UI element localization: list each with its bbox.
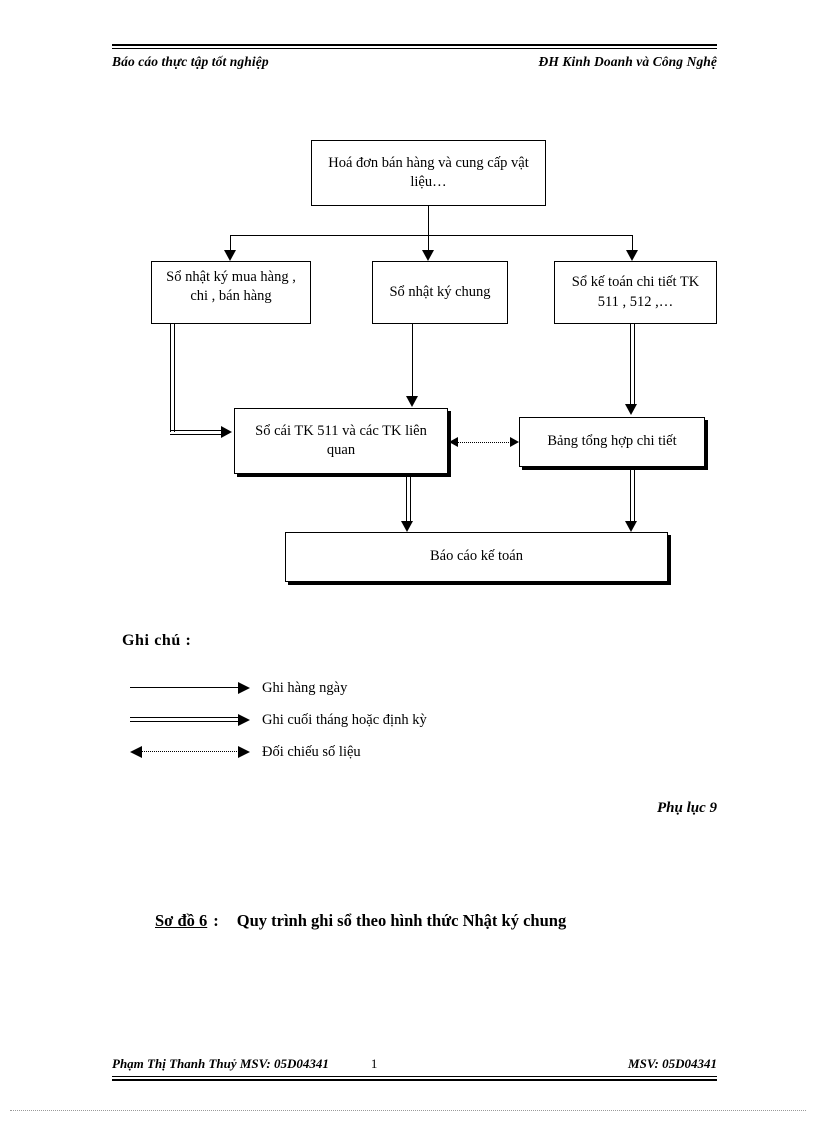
arrowhead-to-detail [626,250,638,261]
legend-thin-arrow-icon [130,681,250,695]
node-journal-purchase-label: Sổ nhật ký mua hàng , chi , bán hàng [166,269,296,305]
flowchart: Hoá đơn bán hàng và cung cấp vật liệu… S… [151,140,717,582]
legend-item-monthly: Ghi cuối tháng hoặc định kỳ [122,704,682,736]
header-right-text: ĐH Kinh Doanh và Công Nghệ [538,54,717,69]
legend-title: Ghi chú : [122,632,192,649]
footer-author: Phạm Thị Thanh Thuỷ MSV: 05D04341 [112,1056,329,1071]
arrowhead-purchase-to-ledger [221,426,232,438]
page-header: Báo cáo thực tập tốt nghiệp ĐH Kinh Doan… [112,44,717,70]
legend-item-reconcile: Đối chiếu số liệu [122,736,682,768]
legend: Ghi chú : Ghi hàng ngày Ghi cuối tháng h… [122,632,682,768]
figure-caption-text: Quy trình ghi sổ theo hình thức Nhật ký … [236,911,567,930]
arrowhead-detail-to-summary [625,404,637,415]
connector-bus-to-purchase [230,235,232,251]
connector-ledger-to-report [406,476,411,524]
figure-number: Sơ đồ 6 [155,911,208,930]
header-divider [112,44,717,49]
node-journal-general-label: Sổ nhật ký chung [389,283,491,300]
legend-item-reconcile-label: Đối chiếu số liệu [262,743,361,760]
connector-purchase-to-ledger-horizontal [170,430,222,435]
figure-caption: Sơ đồ 6: Quy trình ghi sổ theo hình thức … [155,911,566,931]
node-report-label: Báo cáo kế toán [429,548,523,565]
node-detail-ledger-label: Sổ kế toán chi tiết TK 511 , 512 ,… [571,274,700,310]
footer-divider [112,1076,717,1081]
connector-purchase-to-ledger-vertical [170,324,175,432]
node-ledger-511: Sổ cái TK 511 và các TK liên quan [234,408,448,474]
connector-ledger-summary-dotted [458,442,513,443]
connector-invoice-stem [428,206,430,236]
footer-student-id: MSV: 05D04341 [628,1056,717,1071]
node-summary-label: Bảng tổng hợp chi tiết [547,433,677,450]
legend-dotted-double-headed-arrow-icon [130,745,250,759]
annex-label: Phụ lục 9 [656,800,717,816]
node-summary: Bảng tổng hợp chi tiết [519,417,705,467]
node-detail-ledger: Sổ kế toán chi tiết TK 511 , 512 ,… [554,261,717,324]
node-journal-purchase: Sổ nhật ký mua hàng , chi , bán hàng [151,261,311,324]
connector-summary-to-report [630,470,635,524]
page-bottom-dotted-rule [10,1110,806,1111]
legend-double-arrow-icon [130,713,250,727]
arrowhead-dotted-right [510,437,519,447]
arrowhead-to-general [422,250,434,261]
arrowhead-general-to-ledger [406,396,418,407]
legend-item-daily: Ghi hàng ngày [122,672,682,704]
connector-detail-to-summary [630,324,635,406]
connector-bus-to-detail [632,235,634,251]
page-footer: Phạm Thị Thanh Thuỷ MSV: 05D04341 1 MSV:… [112,1056,717,1081]
page-number: 1 [370,1056,378,1071]
node-report: Báo cáo kế toán [285,532,668,582]
legend-item-daily-label: Ghi hàng ngày [262,679,348,696]
arrowhead-summary-to-report [625,521,637,532]
arrowhead-ledger-to-report [401,521,413,532]
arrowhead-dotted-left [449,437,458,447]
figure-caption-separator: : [213,911,219,930]
connector-bus-to-general [428,235,430,251]
header-left-text: Báo cáo thực tập tốt nghiệp [112,54,269,69]
connector-bus-horizontal [230,235,632,237]
node-journal-general: Sổ nhật ký chung [372,261,508,324]
legend-item-monthly-label: Ghi cuối tháng hoặc định kỳ [262,711,427,728]
arrowhead-to-purchase [224,250,236,261]
header-row: Báo cáo thực tập tốt nghiệp ĐH Kinh Doan… [112,49,717,70]
node-invoice-label: Hoá đơn bán hàng và cung cấp vật liệu… [328,154,529,190]
connector-general-to-ledger [412,324,414,397]
footer-row: Phạm Thị Thanh Thuỷ MSV: 05D04341 1 MSV:… [112,1056,717,1076]
node-invoice: Hoá đơn bán hàng và cung cấp vật liệu… [311,140,546,206]
node-ledger-511-label: Sổ cái TK 511 và các TK liên quan [255,422,427,458]
